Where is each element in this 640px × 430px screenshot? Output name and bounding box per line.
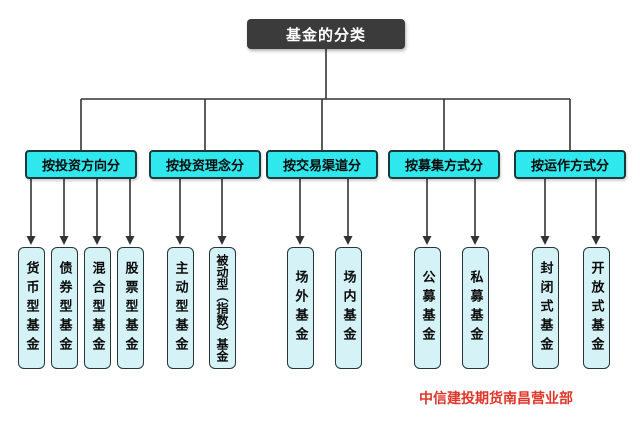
watermark-text: 中信建投期货南昌营业部	[419, 391, 573, 407]
category-node: 按募集方式分	[388, 150, 500, 179]
leaf-node-label: 公募基金	[419, 270, 435, 346]
leaf-node-label: 混合型基金	[89, 260, 105, 356]
leaf-node-label: 场内基金	[340, 270, 356, 346]
category-node: 按运作方式分	[514, 150, 626, 179]
leaf-node: 私募基金	[461, 247, 489, 369]
leaf-node: 主动型基金	[166, 247, 194, 369]
leaf-node: 被动型（指数）基金	[208, 247, 236, 369]
leaf-node-label: 场外基金	[292, 270, 308, 346]
leaf-node: 货币型基金	[17, 247, 45, 369]
leaf-node: 场内基金	[334, 247, 362, 369]
leaf-node: 公募基金	[413, 247, 441, 369]
leaf-node-label: 开放式基金	[588, 260, 604, 356]
leaf-node: 场外基金	[286, 247, 314, 369]
category-node: 按交易渠道分	[266, 150, 378, 179]
leaf-node-label: 债券型基金	[56, 260, 72, 356]
leaf-node-label: 私募基金	[467, 270, 483, 346]
leaf-node-label: 股票型基金	[122, 260, 138, 356]
leaf-node-label: 封闭式基金	[537, 260, 553, 356]
category-node: 按投资理念分	[149, 150, 261, 179]
category-node: 按投资方向分	[25, 150, 137, 179]
leaf-node: 债券型基金	[50, 247, 78, 369]
root-node: 基金的分类	[247, 19, 405, 49]
leaf-node-label: 被动型（指数）基金	[215, 254, 229, 362]
leaf-node: 开放式基金	[582, 247, 610, 369]
leaf-node-label: 主动型基金	[172, 260, 188, 356]
leaf-node: 混合型基金	[83, 247, 111, 369]
leaf-node-label: 货币型基金	[23, 260, 39, 356]
leaf-node: 股票型基金	[116, 247, 144, 369]
leaf-node: 封闭式基金	[531, 247, 559, 369]
